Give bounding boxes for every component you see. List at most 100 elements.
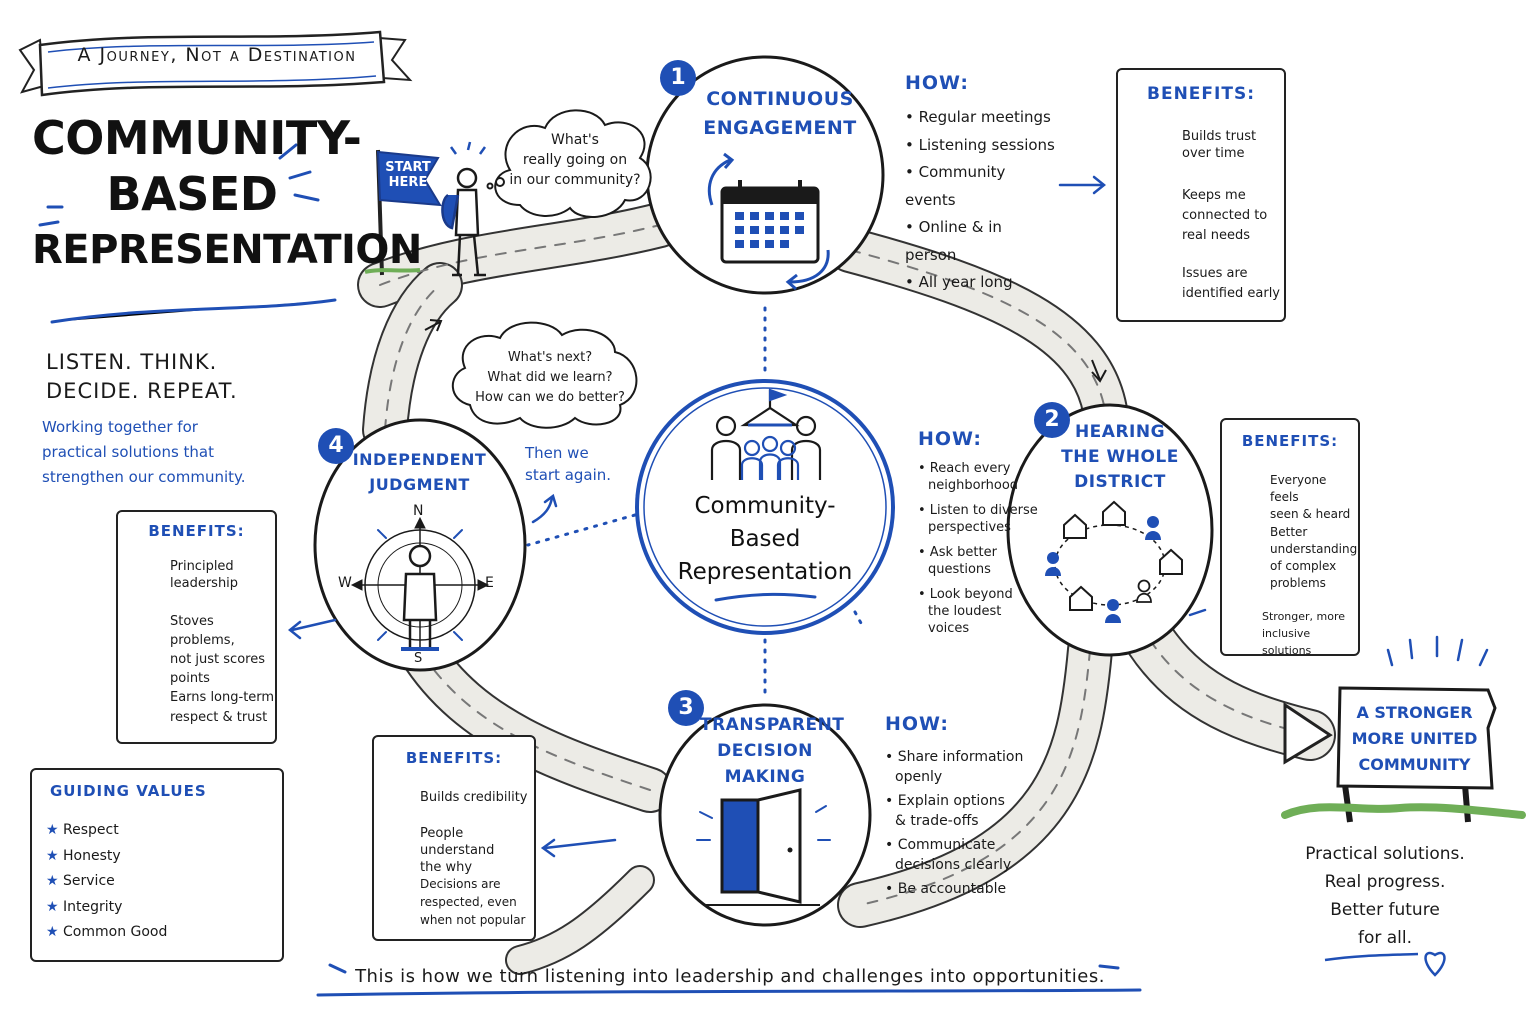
star-icon: ★	[46, 898, 59, 915]
star-icon: ★	[46, 924, 59, 940]
step3-how-line: • Communicate	[885, 837, 996, 853]
main-title-line-1: COMMUNITY-	[32, 111, 362, 165]
step2-benefit-1-line: seen & heard	[1270, 507, 1351, 521]
arrow-to-sign	[1283, 702, 1333, 765]
closing-line-1: Practical solutions.	[1305, 844, 1465, 864]
step3-how-item: • Communicate decisions clearly	[885, 835, 1035, 875]
star-icon: ★	[46, 847, 59, 864]
start-flag-illustration	[364, 149, 442, 276]
step3-title-line-2: DECISION	[717, 741, 813, 761]
step3-benefits-box: BENEFITS: Builds credibility People unde…	[372, 735, 536, 941]
step4-benefit-1-line: leadership	[170, 576, 239, 591]
guiding-values-title: GUIDING VALUES	[50, 782, 207, 800]
step3-how-item: • Explain options & trade-offs	[885, 791, 1035, 831]
step1-benefit-1-line: Builds trust	[1182, 129, 1257, 144]
step4-benefit-2-line: points	[170, 671, 210, 686]
step1-title-line-2: ENGAGEMENT	[703, 117, 857, 139]
step1-how-item: • All year long	[905, 273, 1013, 291]
thought-mid-text: What's next? What did we learn? How can …	[470, 348, 630, 408]
thought-mid-line-3: How can we do better?	[475, 390, 625, 405]
step4-title: INDEPENDENT JUDGMENT	[352, 447, 487, 497]
main-title-line-3: REPRESENTATION	[32, 227, 422, 273]
step3-how-list: • Share information openly • Explain opt…	[885, 747, 1035, 899]
step1-benefit-2-line: Keeps me	[1182, 188, 1246, 203]
star-icon: ★	[46, 822, 59, 838]
heart-icon	[1424, 951, 1446, 977]
tagline-line-2: DECIDE. REPEAT.	[46, 379, 238, 403]
community-group-icon	[710, 388, 822, 480]
step4-benefit-3-line: Earns long-term	[170, 690, 275, 705]
open-door-icon	[696, 788, 831, 906]
sign-text: A STRONGER MORE UNITED COMMUNITY	[1342, 700, 1487, 778]
step3-how-item: • Share information openly	[885, 747, 1035, 787]
thought-mid-line-2: What did we learn?	[487, 370, 613, 385]
title-sparks	[38, 143, 337, 324]
step2-how-line: • Ask better	[918, 545, 997, 560]
calendar-icon	[707, 152, 830, 291]
then-again-note: Then we start again.	[525, 442, 611, 486]
center-title-line-1: Community-	[694, 493, 836, 519]
sign-line-1: A STRONGER	[1356, 703, 1473, 722]
step3-title: TRANSPARENT DECISION MAKING	[700, 712, 844, 790]
sign-line-3: COMMUNITY	[1358, 755, 1471, 774]
thought-cloud-mid	[451, 321, 638, 429]
step3-benefits-label: BENEFITS:	[405, 749, 503, 767]
step3-benefit-3-line: when not popular	[420, 913, 526, 927]
district-ring-icon	[1045, 500, 1183, 623]
start-flag-label: START HERE	[380, 160, 436, 190]
compass-west: W	[338, 575, 352, 591]
step1-how-item: • Listening sessions	[905, 135, 1055, 154]
step1-benefit-3-line: identified early	[1182, 286, 1280, 301]
step4-title-line-2: JUDGMENT	[369, 475, 470, 494]
step1-how-item: • Regular meetings	[905, 108, 1051, 126]
center-title-line-2: Based	[729, 526, 801, 552]
compass-south: S	[414, 651, 423, 666]
tagline-sub-line-3: strengthen our community.	[42, 468, 246, 486]
step2-how-label: HOW:	[918, 428, 983, 450]
step4-benefit-3-line: respect & trust	[170, 710, 268, 725]
step2-benefit-2-line: Better	[1270, 525, 1308, 539]
step3-benefit-2: People understand the why	[420, 825, 534, 876]
step2-benefit-2: Better understanding of complex problems	[1270, 524, 1357, 592]
step2-how: HOW: • Reach every neighborhood • Listen…	[918, 428, 1043, 637]
footer-statement: This is how we turn listening into leade…	[355, 966, 1105, 987]
step2-benefit-3: Stronger, more inclusive solutions	[1262, 608, 1358, 659]
guiding-value-label: Service	[63, 873, 115, 889]
star-icon: ★	[46, 873, 59, 889]
step2-how-line: • Reach every	[918, 461, 1011, 476]
step4-benefit-1: Principled leadership	[170, 558, 238, 592]
thought-top-text: What's really going on in our community?	[505, 130, 645, 190]
step3-benefit-1: Builds credibility	[420, 789, 528, 806]
step3-how-line: openly	[895, 769, 943, 785]
start-flag-line-1: START	[385, 160, 431, 175]
step2-how-item: • Look beyond the loudest voices	[918, 586, 1043, 637]
step3-how-label: HOW:	[885, 713, 950, 735]
step1-benefit-1-line: over time	[1182, 146, 1245, 161]
step2-how-item: • Ask better questions	[918, 544, 1043, 578]
step1-title: CONTINUOUS ENGAGEMENT	[690, 85, 870, 143]
step2-benefit-1: Everyone feels seen & heard	[1270, 472, 1358, 523]
thought-top-line-1: What's	[551, 132, 599, 148]
step2-how-line: • Look beyond	[918, 587, 1013, 602]
center-circle	[635, 379, 895, 635]
closing-text: Practical solutions. Real progress. Bett…	[1290, 840, 1480, 952]
step3-how: HOW: • Share information openly • Explai…	[885, 713, 1035, 899]
guiding-value-label: Integrity	[63, 898, 123, 915]
tagline-line-1: LISTEN. THINK.	[46, 350, 218, 374]
thought-top-line-2: really going on	[522, 152, 628, 168]
step1-benefit-2: Keeps me connected to real needs	[1182, 186, 1267, 246]
step2-benefit-2-line: problems	[1270, 576, 1326, 590]
step2-how-line: neighborhood	[928, 478, 1019, 493]
compass-icon	[350, 516, 490, 651]
step1-how: HOW: • Regular meetings • Listening sess…	[905, 72, 1055, 297]
step4-benefit-1-line: Principled	[170, 559, 234, 574]
step1-number-badge: 1	[660, 60, 696, 96]
step3-how-line: • Be accountable	[885, 881, 1007, 897]
dotted-connectors	[526, 306, 864, 702]
step2-title: HEARING THE WHOLE DISTRICT	[1055, 420, 1185, 495]
step4-benefit-2-line: Stoves problems,	[170, 614, 235, 648]
step4-benefits-label: BENEFITS:	[148, 522, 245, 540]
step3-how-line: decisions clearly	[895, 857, 1012, 873]
step4-benefit-2: Stoves problems, not just scores points	[170, 612, 275, 688]
step2-how-line: • Listen to diverse	[918, 503, 1038, 518]
